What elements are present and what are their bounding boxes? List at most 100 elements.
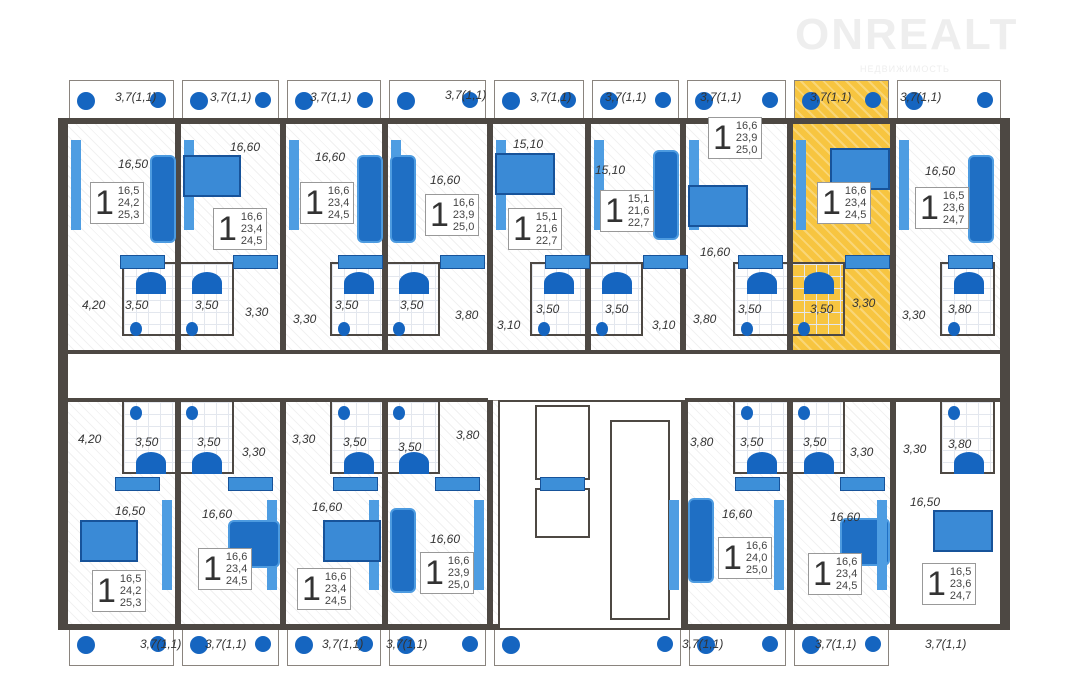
room-count: 1 (822, 184, 841, 222)
room-count: 1 (723, 539, 742, 577)
total-with-balcony: 25,0 (745, 564, 768, 576)
bathtub-icon (192, 272, 222, 294)
balcony-area-label: 3,7(1,1) (605, 90, 647, 104)
balcony-area-label: 3,7(1,1) (810, 90, 852, 104)
toilet-icon (186, 406, 198, 420)
total-with-balcony: 24,5 (327, 209, 350, 221)
balcony-chair-icon (397, 92, 415, 110)
balcony-area-label: 3,7(1,1) (445, 88, 487, 102)
living-area: 16,6 (324, 571, 347, 583)
wardrobe (71, 140, 81, 230)
partition-wall (382, 120, 388, 352)
partition-wall (682, 400, 688, 628)
room-count: 1 (813, 555, 832, 593)
total-with-balcony: 24,5 (225, 575, 248, 587)
balcony-chair-icon (397, 636, 415, 654)
balcony[interactable] (494, 628, 681, 666)
living-room-area-label: 16,60 (430, 173, 461, 187)
hallway-area-label: 3,10 (652, 318, 676, 332)
sofa-icon (390, 508, 416, 593)
sofa-icon (968, 155, 994, 243)
partition-wall (280, 400, 286, 628)
living-area: 16,5 (949, 566, 972, 578)
hallway-area-label: 3,80 (690, 435, 714, 449)
total-with-balcony: 25,0 (452, 221, 475, 233)
room-count: 1 (605, 192, 624, 230)
bathroom-area-label: 3,50 (803, 435, 827, 449)
outer-wall-left (58, 120, 68, 630)
living-area: 16,6 (835, 556, 858, 568)
balcony-table-icon (255, 92, 271, 108)
living-room-area-label: 16,60 (722, 507, 753, 521)
hallway-area-label: 3,30 (903, 442, 927, 456)
total-area: 23,9 (735, 132, 758, 144)
balcony-chair-icon (190, 636, 208, 654)
kitchen-counter (120, 255, 165, 269)
total-area: 24,2 (119, 585, 142, 597)
bed-icon (688, 185, 748, 227)
living-room-area-label: 16,60 (315, 150, 346, 164)
balcony-chair-icon (502, 636, 520, 654)
total-area: 23,6 (949, 578, 972, 590)
bathtub-icon (747, 452, 777, 474)
bathroom-area-label: 3,50 (605, 302, 629, 316)
kitchen-counter (228, 477, 273, 491)
wardrobe (796, 140, 806, 230)
bathtub-icon (344, 452, 374, 474)
living-area: 16,5 (942, 190, 965, 202)
balcony-chair-icon (77, 92, 95, 110)
balcony-chair-icon (802, 636, 820, 654)
living-area: 16,5 (117, 185, 140, 197)
balcony-table-icon (462, 636, 478, 652)
living-room-area-label: 16,60 (700, 245, 731, 259)
room-count: 1 (302, 570, 321, 608)
bathtub-icon (804, 452, 834, 474)
balcony-table-icon (560, 92, 576, 108)
facade-wall-top (58, 118, 1010, 124)
bathroom-area-label: 3,50 (398, 440, 422, 454)
balcony-table-icon (255, 636, 271, 652)
hallway-area-label: 3,80 (693, 312, 717, 326)
balcony-chair-icon (905, 92, 923, 110)
bathroom-area-label: 3,50 (810, 302, 834, 316)
balcony-area-label: 3,7(1,1) (205, 637, 247, 651)
kitchen-counter (333, 477, 378, 491)
total-area: 23,6 (942, 202, 965, 214)
toilet-icon (948, 322, 960, 336)
living-area: 16,6 (225, 551, 248, 563)
wardrobe (474, 500, 484, 590)
total-with-balcony: 24,5 (844, 209, 867, 221)
bathtub-icon (136, 452, 166, 474)
hallway-area-label: 3,30 (293, 312, 317, 326)
facade-wall-bottom (683, 624, 1010, 630)
corridor-wall-bottom (685, 398, 1000, 402)
toilet-icon (948, 406, 960, 420)
wardrobe (162, 500, 172, 590)
total-with-balcony: 24,5 (240, 235, 263, 247)
room-count: 1 (218, 210, 237, 248)
hallway-area-label: 3,30 (292, 432, 316, 446)
balcony-area-label: 3,7(1,1) (386, 637, 428, 651)
toilet-icon (798, 322, 810, 336)
total-area: 23,4 (225, 563, 248, 575)
room-count: 1 (305, 184, 324, 222)
balcony-table-icon (357, 636, 373, 652)
balcony-table-icon (762, 92, 778, 108)
bed-icon (323, 520, 381, 562)
total-with-balcony: 22,7 (627, 217, 650, 229)
kitchen-counter (440, 255, 485, 269)
balcony-chair-icon (802, 92, 820, 110)
toilet-icon (186, 322, 198, 336)
bathroom-area-label: 3,80 (948, 302, 972, 316)
bathtub-icon (544, 272, 574, 294)
